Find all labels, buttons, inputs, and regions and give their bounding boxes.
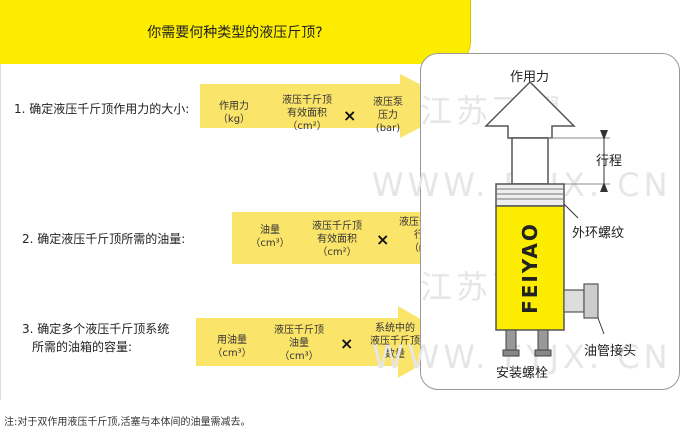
row3-multiply: ×	[340, 334, 354, 353]
row2-multiply: ×	[376, 230, 390, 249]
row1-arrow-band	[200, 74, 462, 138]
port-label: 油管接头	[584, 344, 637, 359]
header-title: 你需要何种类型的液压斤顶?	[147, 25, 323, 41]
row2-label: 2. 确定液压千斤顶所需的油量:	[22, 232, 186, 246]
row3-term2: 液压千斤顶油量（cm³）	[274, 325, 324, 362]
row1-term2: 液压千斤顶有效面积（cm²）	[282, 95, 332, 132]
row1-multiply: ×	[343, 106, 357, 125]
row2-term2: 液压千斤顶有效面积（cm²）	[312, 221, 362, 258]
header-banner: 你需要何种类型的液压斤顶?	[0, 0, 471, 64]
watermark-url-bottom: WWW. FYJX. CN	[372, 338, 672, 376]
row3-label: 3. 确定多个液压千斤顶系统 所需的油箱的容量:	[22, 322, 170, 354]
row1-label: 1. 确定液压千斤顶作用力的大小:	[14, 102, 190, 116]
row3-term1: 用油量（cm³）	[212, 335, 252, 359]
row1-term1: 作用力（kg）	[217, 101, 251, 125]
stroke-arrow-top-icon	[600, 130, 608, 140]
cylinder-body	[495, 205, 565, 331]
footnote: 注:对于双作用液压千斤顶,活塞与本体间的油量需减去。	[4, 417, 251, 428]
force-label: 作用力	[510, 70, 550, 85]
cylinder-brand-text: FEIYAO	[518, 222, 542, 314]
piston-rod	[511, 137, 549, 185]
force-arrow-icon	[484, 80, 576, 139]
row2-term1: 油量（cm³）	[250, 225, 290, 249]
port-fitting-nut	[583, 283, 599, 319]
stroke-arrow-bottom-icon	[600, 182, 608, 192]
thread-collar	[495, 183, 565, 207]
row3-term3: 系统中的液压千斤顶数量	[370, 323, 420, 360]
mount-label: 安装螺栓	[496, 366, 549, 381]
thread-label: 外环螺纹	[572, 226, 625, 241]
panel-border	[0, 64, 1, 400]
port-pointer	[597, 317, 605, 335]
row1-term3: 液压泵压力(bar)	[373, 97, 403, 134]
thread-pointer	[563, 203, 579, 219]
row3-arrow-band	[196, 306, 460, 378]
port-fitting-body	[563, 289, 585, 313]
stroke-label: 行程	[596, 154, 623, 169]
